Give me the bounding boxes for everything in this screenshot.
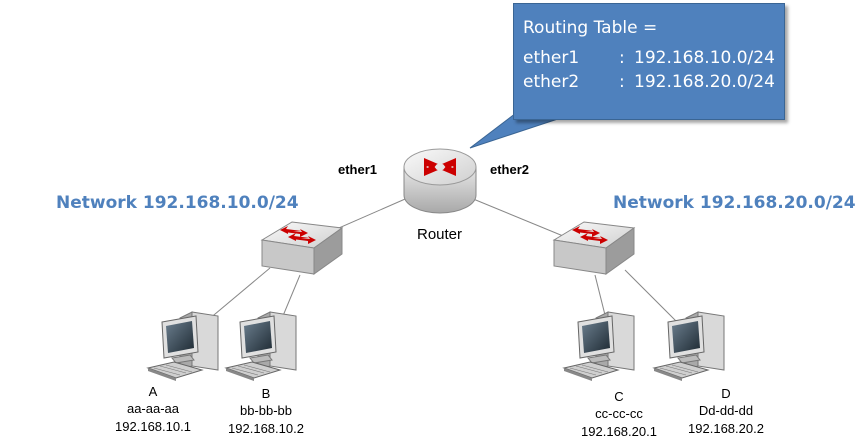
router-iface-left-label: ether1 [338,162,378,177]
routing-row-network: 192.168.20.0/24 [634,72,775,92]
host-mac: aa-aa-aa [126,401,180,416]
host-ip: 192.168.10.2 [228,421,304,436]
host-ip: 192.168.10.1 [115,419,191,434]
switch-left-icon [260,221,344,275]
host-mac: bb-bb-bb [239,403,293,418]
computer-b-icon [225,311,297,382]
computer-d-icon [653,311,725,382]
host-ip: 192.168.20.2 [688,421,764,436]
host-mac: Dd-dd-dd [698,403,754,418]
network-left-label: Network 192.168.10.0/24 [56,193,299,213]
host-name: D [721,386,731,401]
routing-row-sep: : [619,48,625,68]
routing-row-iface: ether2 [523,72,580,92]
host-name: C [614,389,624,404]
computer-a-icon [147,311,219,382]
routing-table-callout: Routing Table = ether1 : 192.168.10.0/24… [513,3,785,120]
host-ip: 192.168.20.1 [581,424,657,439]
routing-row-iface: ether1 [523,48,580,68]
routing-table-title: Routing Table = [523,18,658,38]
host-mac: cc-cc-cc [595,406,643,421]
host-name: A [148,384,158,399]
host-name: B [261,386,271,401]
router-iface-right-label: ether2 [490,162,530,177]
switch-right-icon [552,221,636,275]
network-right-label: Network 192.168.20.0/24 [613,193,856,213]
router-icon [403,148,477,214]
router-label: Router [417,226,463,243]
routing-row-sep: : [619,72,625,92]
routing-row-network: 192.168.10.0/24 [634,48,775,68]
computer-c-icon [563,311,635,382]
